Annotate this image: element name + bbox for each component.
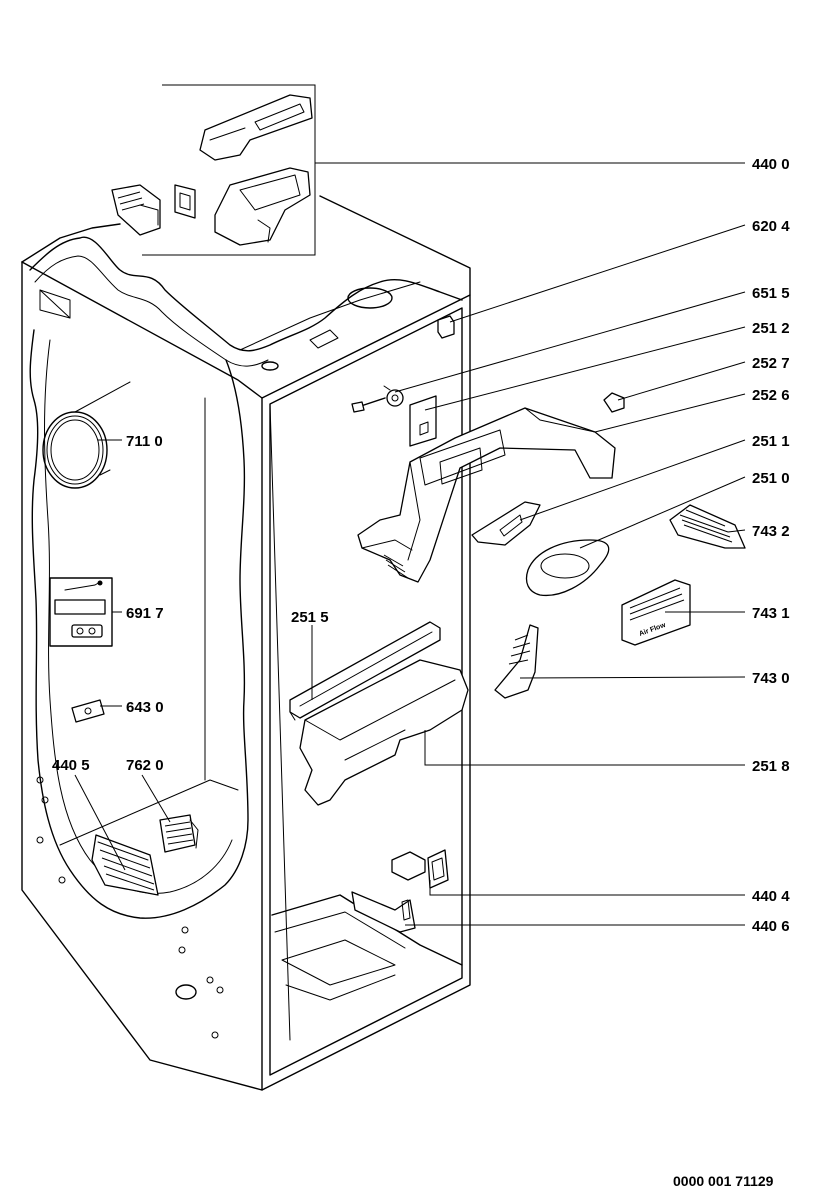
- label-743-2: 743 2: [752, 523, 790, 540]
- label-251-0: 251 0: [752, 470, 790, 487]
- part-251-1: [471, 501, 541, 546]
- top-inset-box: [111, 84, 745, 256]
- label-620-4: 620 4: [752, 218, 790, 235]
- part-743-0: [494, 624, 539, 699]
- label-251-1: 251 1: [752, 433, 790, 450]
- label-743-1: 743 1: [752, 605, 790, 622]
- label-691-7: 691 7: [126, 605, 164, 622]
- label-440-6: 440 6: [752, 918, 790, 935]
- part-620-4: [437, 315, 455, 339]
- part-251-0: [525, 539, 610, 597]
- part-691-7: [49, 577, 113, 647]
- part-251-5: [289, 621, 441, 721]
- part-440-5: [91, 834, 159, 896]
- callout-labels: 440 0 620 4 651 5 251 2 252 7 252 6 251 …: [52, 156, 790, 935]
- part-643-0: [71, 699, 105, 723]
- label-251-5: 251 5: [291, 609, 329, 626]
- part-440-4: [391, 849, 449, 889]
- leader-lines: [74, 224, 746, 926]
- label-440-0: 440 0: [752, 156, 790, 173]
- part-743-1: Air Flow: [621, 579, 691, 646]
- part-651-5: [351, 385, 404, 413]
- label-440-4: 440 4: [752, 888, 790, 905]
- label-651-5: 651 5: [752, 285, 790, 302]
- label-252-6: 252 6: [752, 387, 790, 404]
- label-643-0: 643 0: [126, 699, 164, 716]
- part-252-7: [603, 392, 625, 413]
- part-251-2: [409, 395, 437, 447]
- part-711-0: [42, 381, 131, 489]
- label-252-7: 252 7: [752, 355, 790, 372]
- label-251-2: 251 2: [752, 320, 790, 337]
- part-251-8: [299, 659, 469, 806]
- label-711-0: 711 0: [126, 433, 163, 450]
- part-743-2: [669, 504, 746, 549]
- cabinet-body: [21, 195, 471, 1091]
- label-743-0: 743 0: [752, 670, 790, 687]
- label-440-5: 440 5: [52, 757, 90, 774]
- part-762-0: [159, 814, 199, 853]
- document-number: 0000 001 71129: [673, 1173, 774, 1189]
- label-251-8: 251 8: [752, 758, 790, 775]
- part-440-6: [351, 891, 416, 933]
- label-762-0: 762 0: [126, 757, 164, 774]
